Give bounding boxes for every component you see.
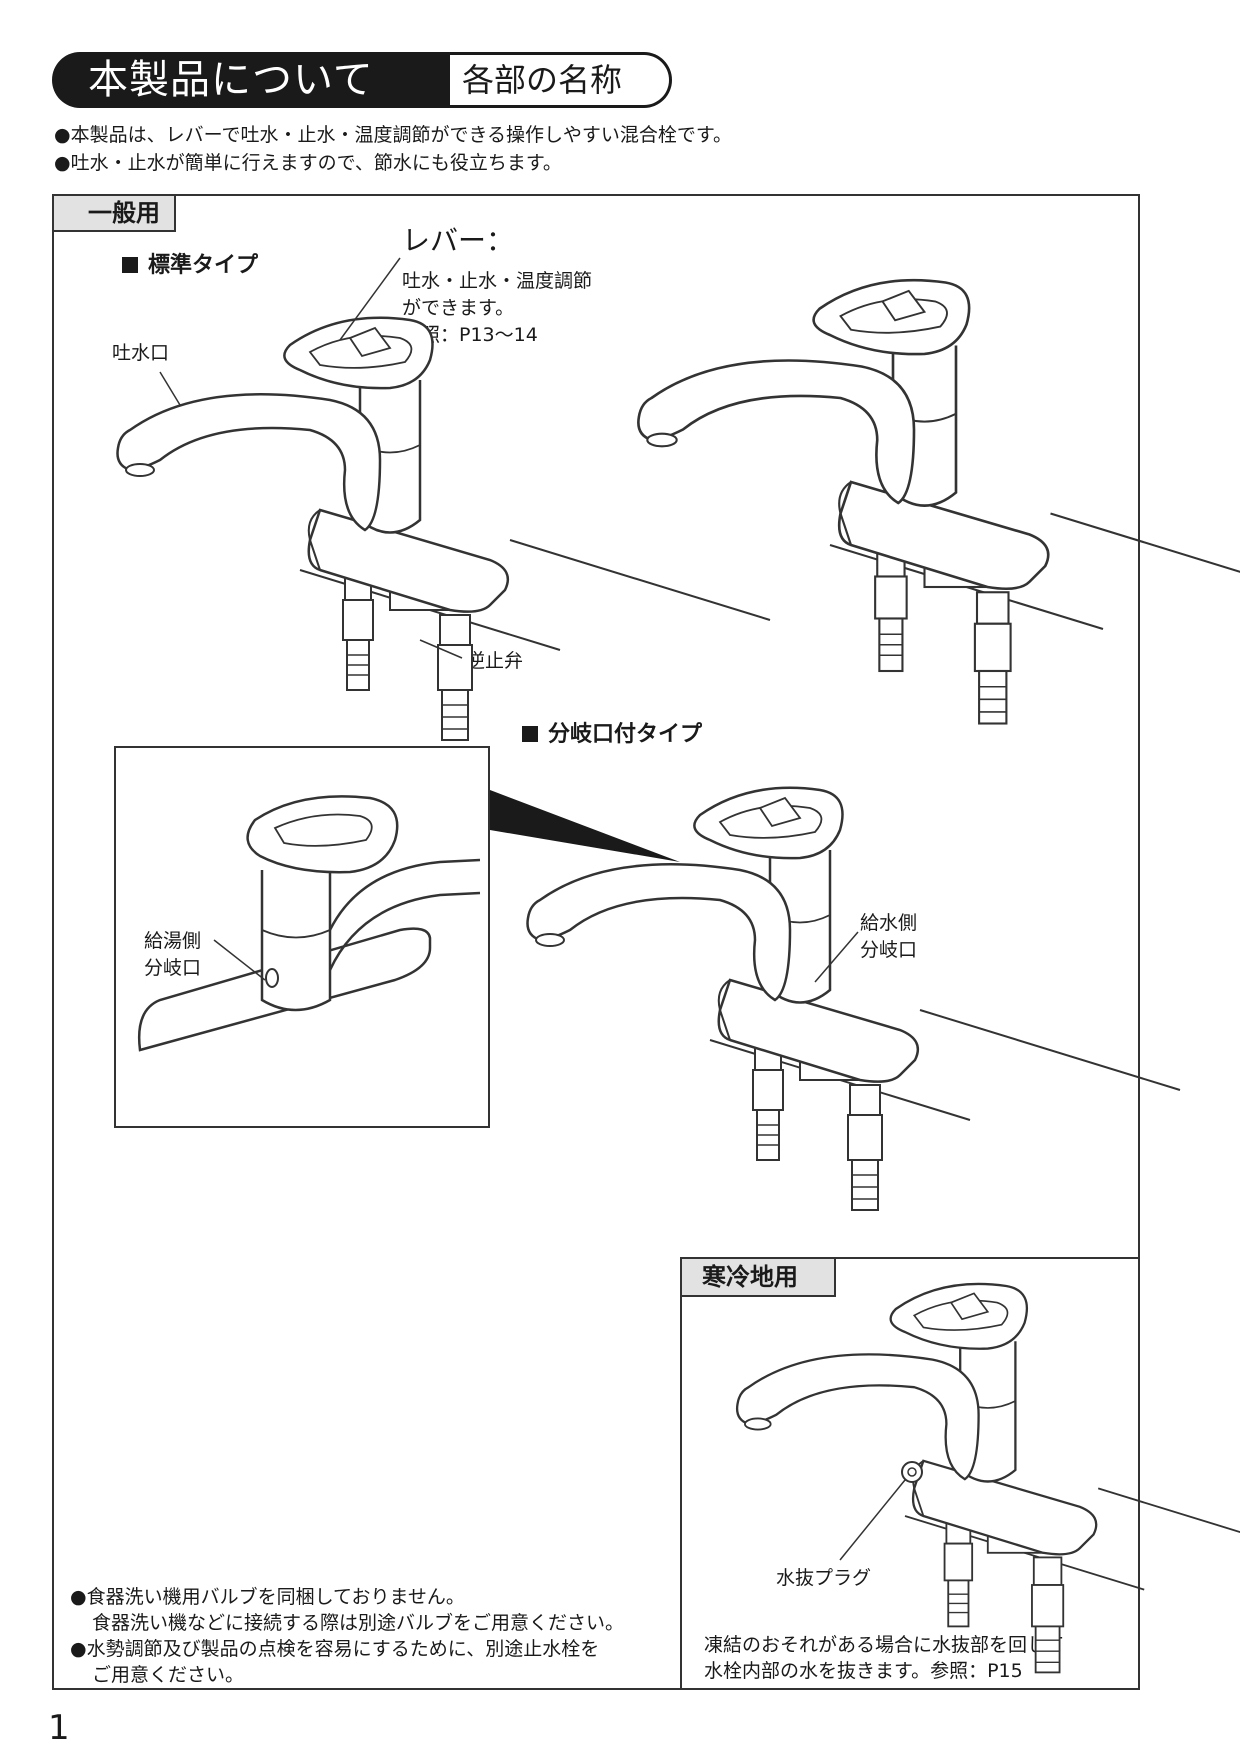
- section-subtitle: 各部の名称: [444, 52, 672, 108]
- lever-desc-1: 吐水・止水・温度調節: [402, 270, 593, 292]
- note-line-1: ●食器洗い機用バルブを同梱しておりません。: [70, 1586, 465, 1608]
- cold-desc-1: 凍結のおそれがある場合に水抜部を回して: [704, 1634, 1065, 1656]
- hot-branch-label-1: 給湯側: [144, 930, 202, 952]
- general-tag: 一般用: [52, 194, 176, 232]
- branch-type-heading: 分岐口付タイプ: [522, 716, 702, 748]
- note-line-3: ●水勢調節及び製品の点検を容易にするために、別途止水栓を: [70, 1638, 600, 1660]
- cold-region-tag: 寒冷地用: [680, 1257, 836, 1297]
- intro-line-1: ●本製品は、レバーで吐水・止水・温度調節ができる操作しやすい混合栓です。: [54, 124, 732, 146]
- square-bullet-icon: [522, 726, 538, 742]
- lever-desc-2: ができます。: [402, 297, 515, 319]
- cold-branch-label-2: 分岐口: [860, 939, 918, 961]
- spout-label: 吐水口: [112, 342, 170, 364]
- section-title: 本製品について: [52, 52, 450, 108]
- cold-desc-2: 水栓内部の水を抜きます。参照：P15: [704, 1660, 1023, 1682]
- intro-line-2: ●吐水・止水が簡単に行えますので、節水にも役立ちます。: [54, 152, 562, 174]
- lever-desc-3: 参照：P13～14: [402, 324, 538, 346]
- general-frame: [52, 194, 1140, 1690]
- check-valve-label: 逆止弁: [466, 650, 524, 672]
- square-bullet-icon: [122, 257, 138, 273]
- page-number: 1: [48, 1708, 70, 1748]
- branch-detail-inset: [114, 746, 490, 1128]
- branch-type-label: 分岐口付タイプ: [548, 722, 703, 747]
- note-line-2: 食器洗い機などに接続する際は別途バルブをご用意ください。: [92, 1612, 625, 1634]
- note-line-4: ご用意ください。: [92, 1664, 245, 1686]
- drain-plug-label: 水抜プラグ: [776, 1567, 872, 1589]
- cold-branch-label-1: 給水側: [860, 912, 918, 934]
- cold-region-box: [680, 1257, 1140, 1690]
- lever-title: レバー：: [402, 224, 515, 257]
- hot-branch-label-2: 分岐口: [144, 957, 202, 979]
- standard-type-heading: 標準タイプ: [122, 247, 258, 279]
- standard-type-label: 標準タイプ: [148, 253, 259, 278]
